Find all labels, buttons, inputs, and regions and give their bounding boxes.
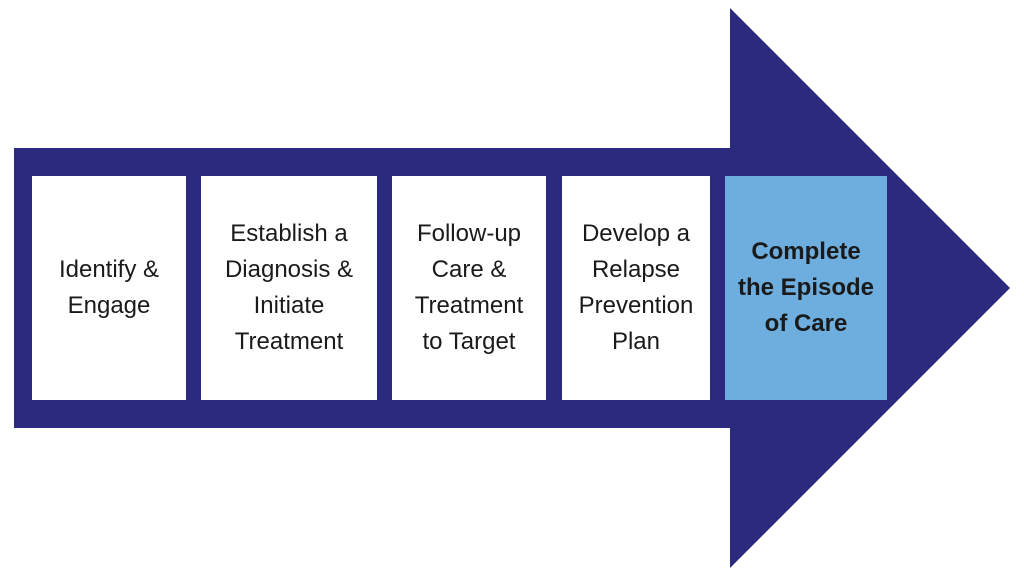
step-label: Follow-up Care & Treatment to Target <box>414 220 524 355</box>
step-establish-diagnosis: Establish a Diagnosis & Initiate Treatme… <box>201 176 377 400</box>
step-follow-up-care: Follow-up Care & Treatment to Target <box>392 176 546 400</box>
step-label: Develop a Relapse Prevention Plan <box>578 220 694 355</box>
step-label: Complete the Episode of Care <box>737 238 875 337</box>
step-label: Identify & Engage <box>58 256 160 319</box>
step-relapse-prevention: Develop a Relapse Prevention Plan <box>562 176 710 400</box>
step-complete-episode: Complete the Episode of Care <box>725 176 887 400</box>
step-label: Establish a Diagnosis & Initiate Treatme… <box>224 220 354 355</box>
step-identify-engage: Identify & Engage <box>32 176 186 400</box>
